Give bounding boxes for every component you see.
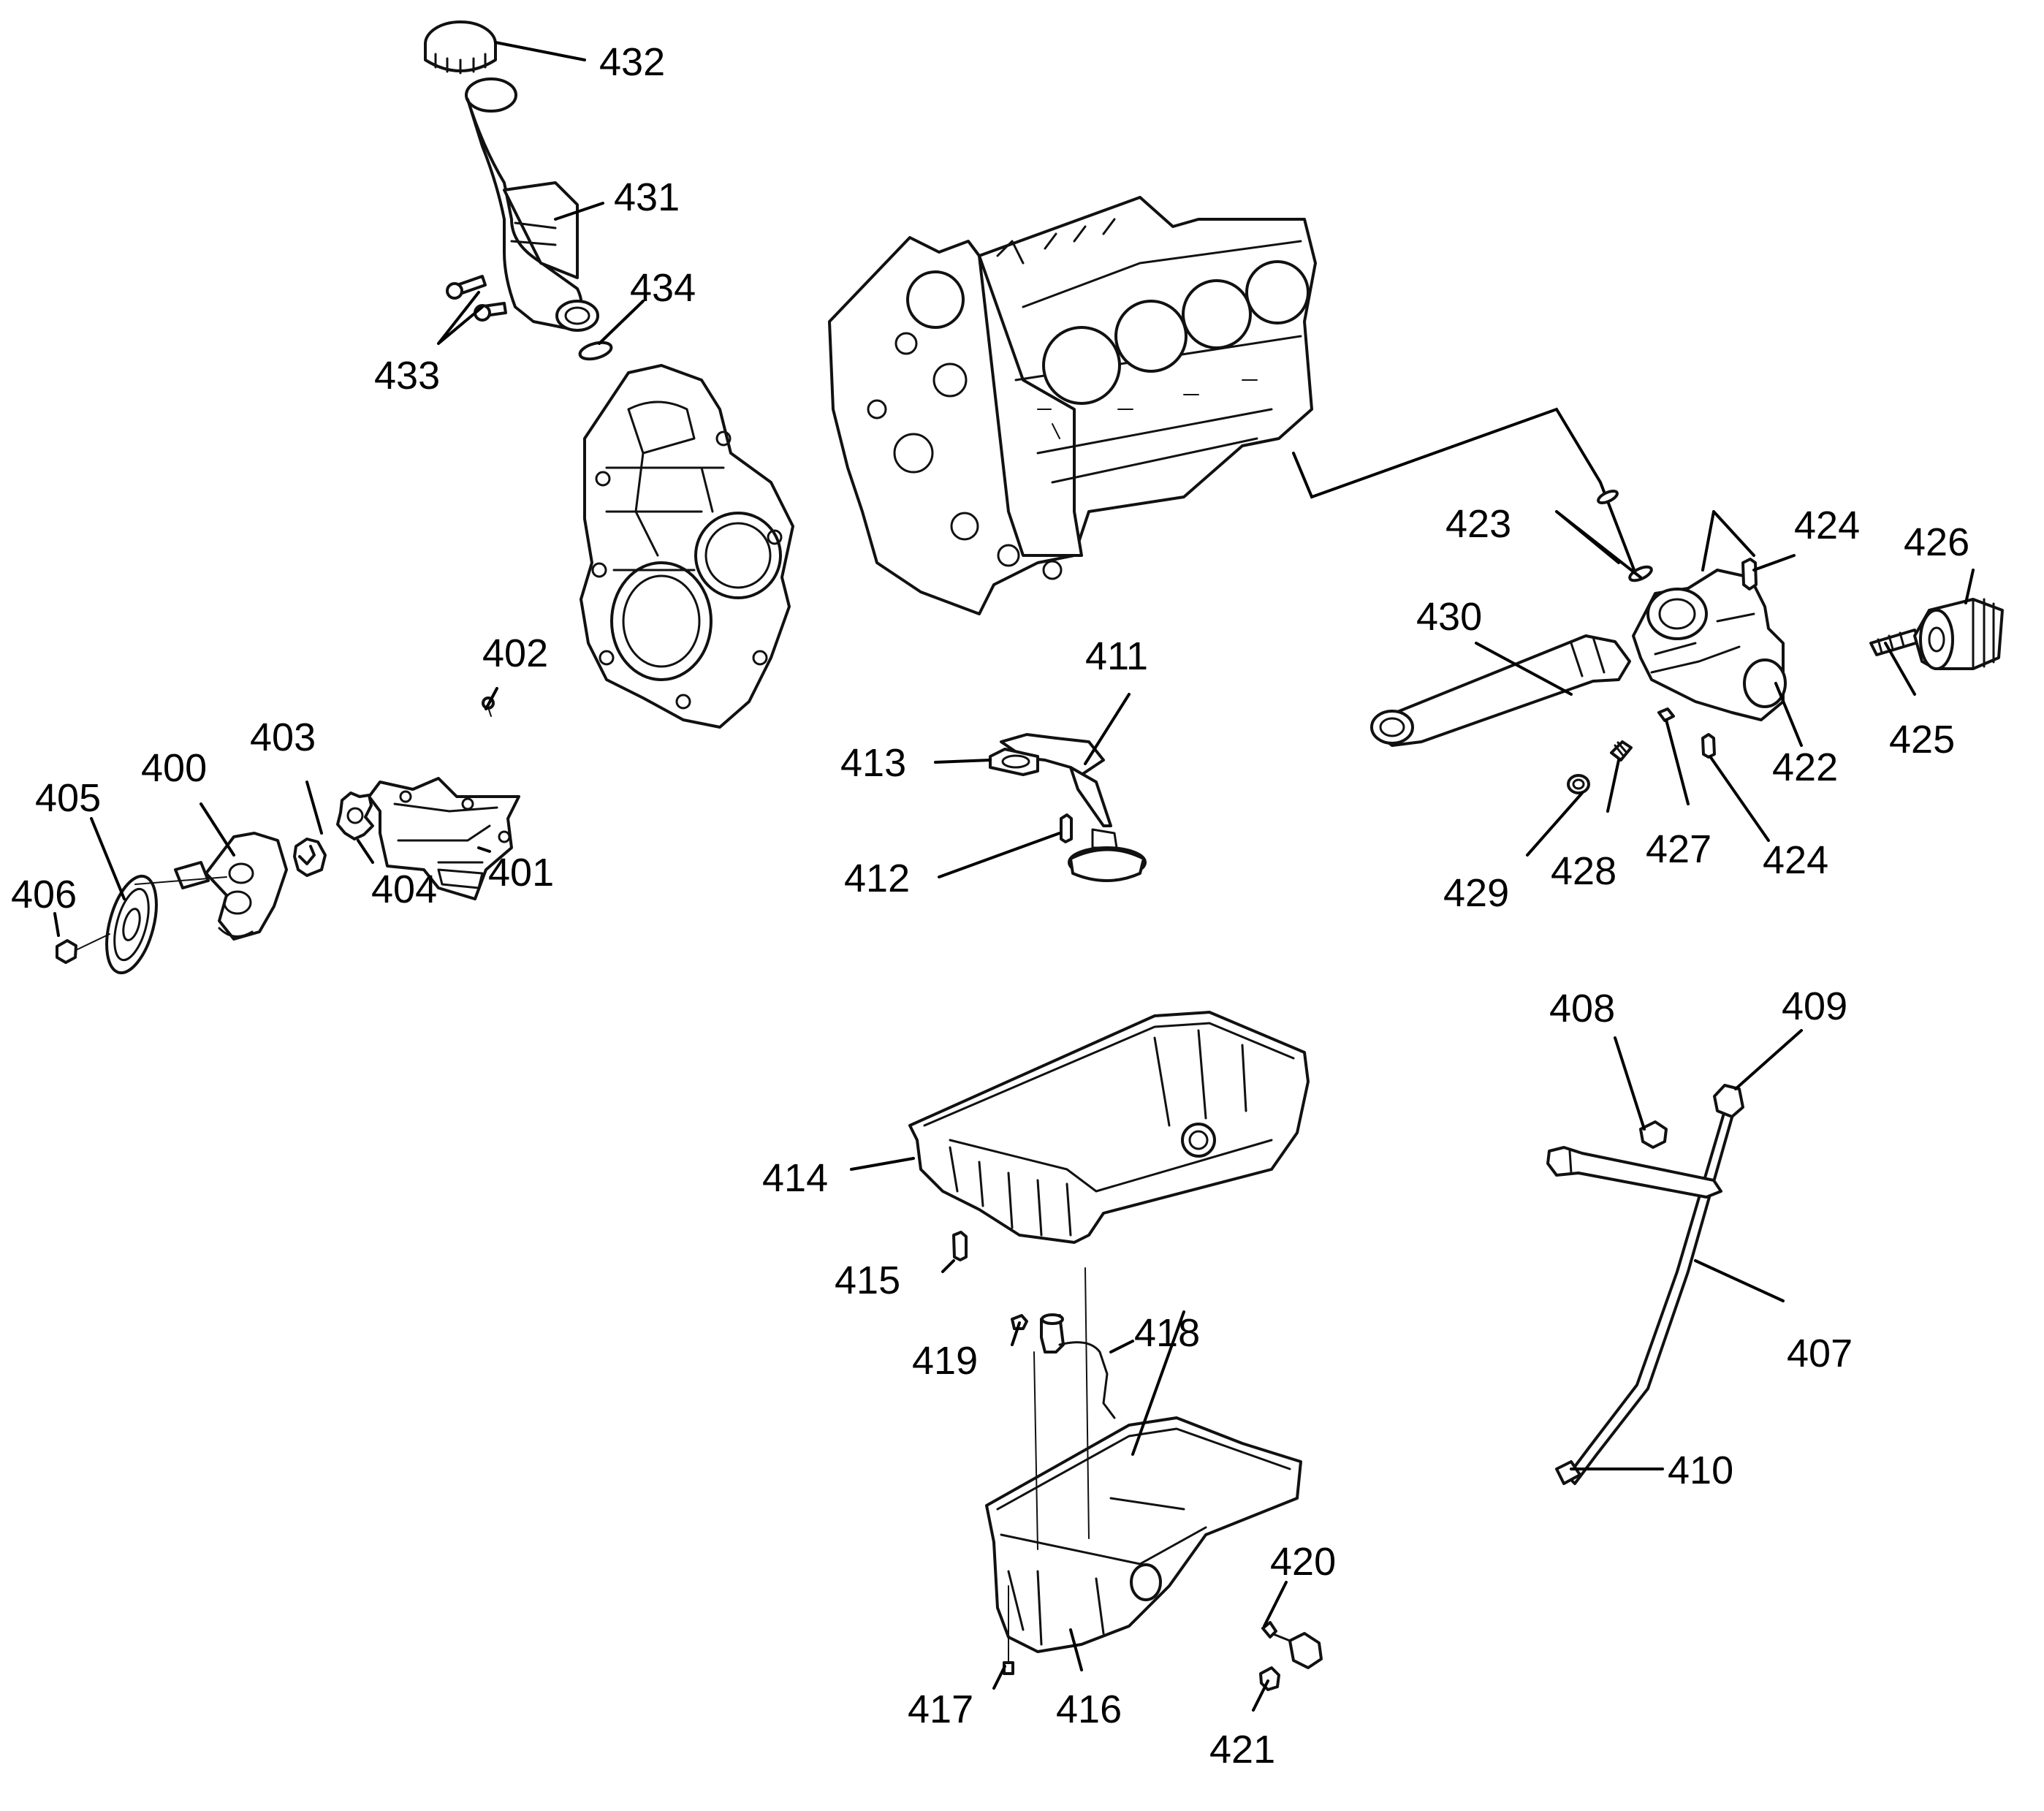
callout-414: 414 xyxy=(762,1156,828,1200)
callout-407: 407 xyxy=(1787,1332,1853,1375)
drain-plug xyxy=(1261,1621,1323,1669)
oil-filler-cap xyxy=(424,20,497,75)
filler-tube-seal xyxy=(578,341,613,361)
callout-labels: 432 431 434 433 402 403 400 405 406 404 … xyxy=(11,40,1969,1772)
callout-422: 422 xyxy=(1772,745,1838,789)
callout-404: 404 xyxy=(371,867,437,911)
callout-424-top: 424 xyxy=(1794,504,1860,547)
callout-406: 406 xyxy=(11,873,77,916)
lower-oil-pan xyxy=(985,1416,1302,1653)
oil-level-indicator-tube xyxy=(1555,1084,1744,1485)
callout-403: 403 xyxy=(250,715,316,759)
callout-400: 400 xyxy=(141,746,207,790)
oil-level-sensor xyxy=(1040,1313,1116,1419)
callout-411: 411 xyxy=(1085,634,1148,678)
callout-421: 421 xyxy=(1209,1728,1275,1772)
engine-front-cover xyxy=(580,364,794,729)
callout-433: 433 xyxy=(374,354,440,398)
oil-filter-adapter xyxy=(1632,569,1787,721)
callout-427: 427 xyxy=(1646,827,1711,871)
callout-412: 412 xyxy=(844,857,910,900)
oil-pump-driven-gear xyxy=(336,791,374,840)
callout-434: 434 xyxy=(630,266,696,310)
callout-416: 416 xyxy=(1056,1687,1122,1731)
callout-429: 429 xyxy=(1443,871,1509,915)
oil-pump-screen-bolt xyxy=(1060,813,1073,843)
adapter-o-rings xyxy=(1597,489,1653,582)
indicator-bracket-bolt xyxy=(1639,1120,1668,1149)
engine-block xyxy=(828,196,1317,615)
oil-filler-tube xyxy=(465,77,599,332)
callout-424-bottom: 424 xyxy=(1763,838,1828,882)
callout-402: 402 xyxy=(482,631,548,675)
callout-423: 423 xyxy=(1445,502,1511,546)
callout-409: 409 xyxy=(1782,984,1847,1028)
drain-plug-gasket xyxy=(1259,1666,1280,1691)
callout-401: 401 xyxy=(488,851,554,895)
callout-418: 418 xyxy=(1134,1311,1200,1355)
adapter-bolts xyxy=(1701,558,1758,759)
upper-pan-bolt xyxy=(952,1231,968,1261)
oil-filter xyxy=(1913,598,2004,670)
callout-432: 432 xyxy=(599,40,665,84)
oil-pump-cover xyxy=(368,777,520,900)
callout-428: 428 xyxy=(1551,849,1616,893)
oil-pump-screen xyxy=(1000,733,1147,882)
callout-419: 419 xyxy=(912,1339,978,1383)
oil-pump-body xyxy=(174,832,288,941)
callout-408: 408 xyxy=(1549,987,1615,1030)
bypass-valve-parts xyxy=(1567,707,1675,794)
oil-pump-sprocket-bolt xyxy=(56,933,110,964)
oil-filter-fitting xyxy=(1869,629,1922,656)
callout-415: 415 xyxy=(835,1258,900,1302)
oil-pump-screen-gasket xyxy=(989,748,1039,776)
oil-cooler-pipe xyxy=(1370,634,1631,747)
leader-lines xyxy=(53,41,1975,1712)
callout-431: 431 xyxy=(614,175,680,219)
oil-pump-sprocket xyxy=(105,874,227,975)
callout-420: 420 xyxy=(1270,1540,1336,1584)
oil-pump-drive-gear xyxy=(293,838,327,877)
callout-410: 410 xyxy=(1668,1449,1733,1492)
callout-430: 430 xyxy=(1416,595,1482,639)
callout-425: 425 xyxy=(1889,718,1955,762)
oil-level-indicator-bracket xyxy=(1546,1146,1722,1199)
callout-417: 417 xyxy=(908,1687,973,1731)
callout-413: 413 xyxy=(840,741,906,785)
upper-oil-pan xyxy=(908,1011,1310,1244)
callout-405: 405 xyxy=(35,776,101,820)
adapter-connector-line xyxy=(1292,407,1638,579)
callout-426: 426 xyxy=(1904,520,1969,564)
